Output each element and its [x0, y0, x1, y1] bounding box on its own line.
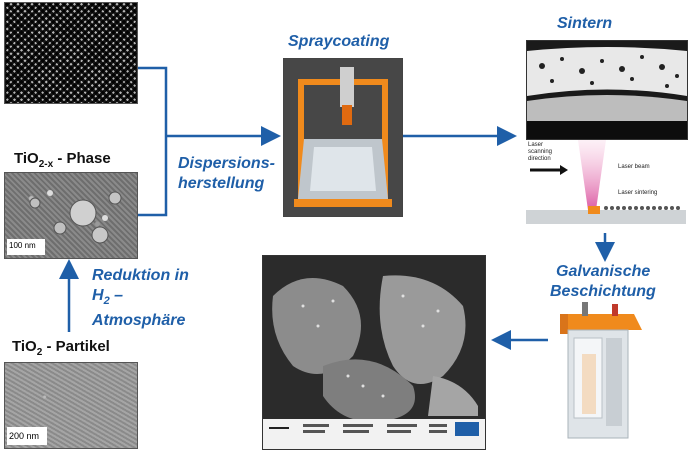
reduktion-label: Reduktion in H2 – Atmosphäre [92, 267, 189, 330]
laser-scanning-text: Laser scanning direction [528, 142, 553, 162]
laser-sintering-schematic: Laser scanning direction Laser beam Lase… [526, 140, 686, 232]
laser-beam-text: Laser beam [618, 164, 650, 170]
tio2x-phase-label: TiO2-x - Phase [14, 150, 111, 170]
galvanic-cell-image [552, 300, 644, 442]
connector-middle [136, 136, 168, 217]
scale-bar-200nm: 200 nm [9, 431, 40, 441]
galvanische-label: Galvanische Beschichtung [550, 263, 656, 300]
spraycoating-label: Spraycoating [288, 33, 390, 50]
laser-schematic-drawing [526, 140, 686, 224]
result-sem-image [262, 255, 486, 450]
tio2x-sem-image: 100 nm [4, 172, 138, 259]
spray-machine-drawing [284, 59, 402, 216]
tio2-sem-image: 200 nm [4, 362, 138, 449]
result-structure-drawing [263, 256, 485, 449]
sintern-label: Sintern [557, 15, 613, 32]
sintern-crosssection-image [526, 40, 688, 140]
spraycoating-image [283, 58, 403, 217]
fabric-image [4, 2, 138, 104]
laser-sintering-text: Laser sintering [618, 190, 658, 196]
scale-bar-100nm: 100 nm [9, 241, 36, 250]
sphere-particles [7, 190, 122, 255]
sintered-layer-drawing [527, 41, 687, 139]
connector-top [136, 66, 168, 136]
tio2-particle-label: TiO2 - Partikel [12, 338, 110, 358]
galvanic-cell-drawing [560, 302, 642, 439]
dispersion-label: Dispersions- herstellung [178, 155, 275, 192]
